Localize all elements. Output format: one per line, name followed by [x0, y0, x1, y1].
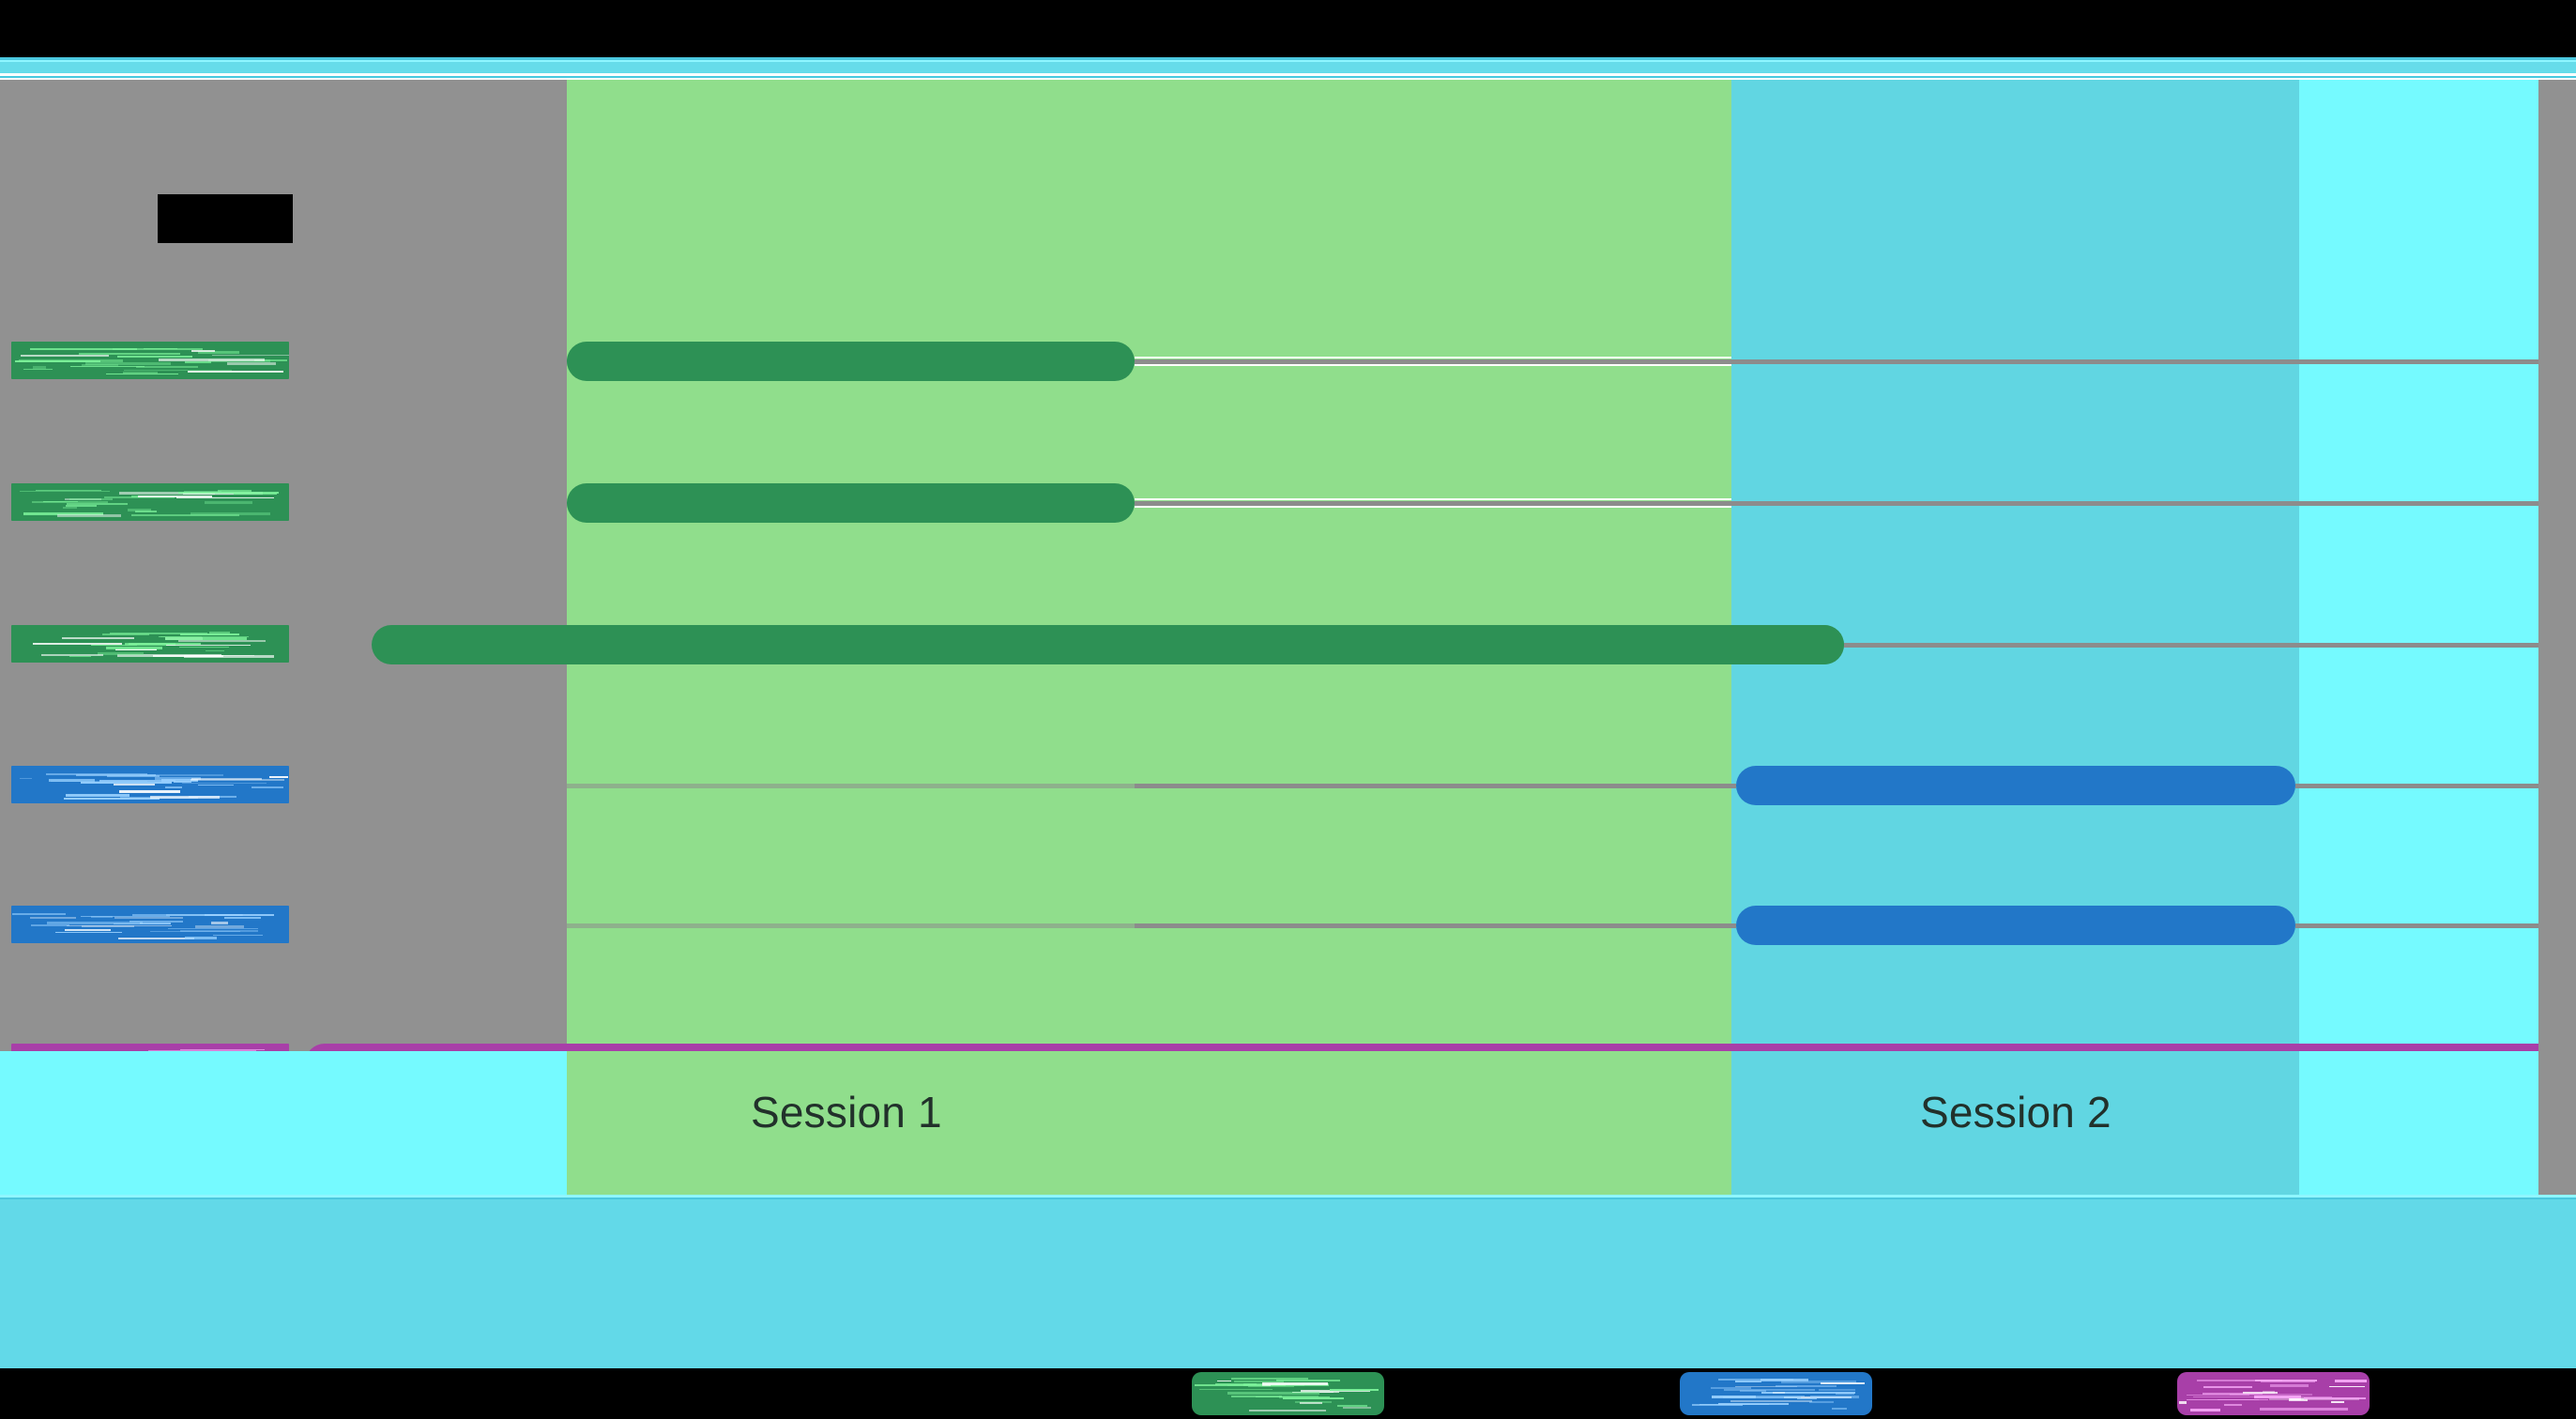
- row-rail-0-right: [1135, 359, 2538, 364]
- session-label-1: Session 1: [751, 1088, 942, 1137]
- session-label-2: Session 2: [1920, 1088, 2111, 1137]
- session-band-3: [2299, 80, 2538, 1195]
- row-rail-2-right: [1844, 643, 2538, 648]
- lower-panel-shadow: [0, 1198, 2576, 1199]
- row-rail-3-left: [567, 784, 1135, 788]
- legend-entry-2[interactable]: [2177, 1372, 2370, 1415]
- row-rail-1-right: [1135, 501, 2538, 506]
- lower-detail-panel: [0, 1195, 2576, 1368]
- legend-entry-1[interactable]: [1680, 1372, 1872, 1415]
- sidebar-item-label-3[interactable]: [11, 766, 289, 803]
- task-bar-row-0[interactable]: [567, 342, 1135, 381]
- vertical-scrollbar[interactable]: [2538, 80, 2576, 1195]
- header-line-6: [0, 78, 2576, 80]
- row-connector-0: [1135, 357, 1731, 366]
- header-line-4: [0, 73, 2576, 76]
- legend-entry-0[interactable]: [1192, 1372, 1384, 1415]
- column-header-redacted: [158, 194, 293, 243]
- gantt-plot-area[interactable]: [0, 80, 2576, 1195]
- lower-panel-highlight: [0, 1195, 2576, 1198]
- row-label-gutter: [0, 80, 567, 1131]
- sidebar-item-label-2[interactable]: [11, 625, 289, 663]
- row-rail-4-left: [567, 923, 1135, 928]
- row-connector-1: [1135, 498, 1731, 508]
- session-footer: Session 1 Session 2: [0, 1051, 2576, 1195]
- header-strip: [0, 57, 2576, 80]
- row-rail-4-mid: [1135, 923, 1736, 928]
- session-footer-band-1: [567, 1051, 1731, 1195]
- task-bar-row-4[interactable]: [1736, 906, 2295, 945]
- task-bar-row-3[interactable]: [1736, 766, 2295, 805]
- sidebar-item-label-0[interactable]: [11, 342, 289, 379]
- task-bar-row-1[interactable]: [567, 483, 1135, 523]
- session-footer-band-3: [2299, 1051, 2538, 1195]
- session-footer-gutter: [0, 1051, 567, 1195]
- row-label-column: [0, 80, 300, 1131]
- sidebar-item-label-4[interactable]: [11, 906, 289, 943]
- header-line-2: [0, 60, 2576, 62]
- row-rail-4-right: [2295, 923, 2538, 928]
- header-line-1: [0, 57, 2576, 60]
- task-bar-row-2-overlay[interactable]: [372, 625, 1844, 664]
- header-line-5: [0, 76, 2576, 78]
- top-window-chrome: [0, 0, 2576, 57]
- session-footer-band-2: [1731, 1051, 2299, 1195]
- row-rail-3-right: [2295, 784, 2538, 788]
- sidebar-item-label-1[interactable]: [11, 483, 289, 521]
- header-line-3: [0, 62, 2576, 73]
- row-rail-3-mid: [1135, 784, 1736, 788]
